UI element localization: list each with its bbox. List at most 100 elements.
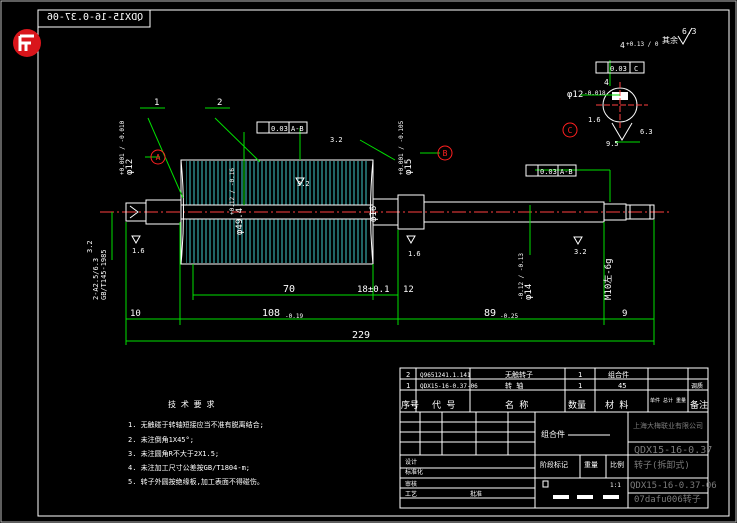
len-108-tol: -0.19 bbox=[285, 313, 303, 320]
roughness-default-symbol: 其余 6.3 bbox=[662, 27, 697, 45]
tb-file-code: QDX15-16-0.37-06 bbox=[630, 481, 717, 491]
bom-table bbox=[399, 367, 709, 413]
dim-1-6-key: 1.6 bbox=[588, 116, 601, 124]
symmetry-frame: 0.03 C bbox=[595, 61, 645, 74]
tb-scale-value: 1:1 bbox=[610, 482, 621, 489]
bom-row-1-qty: 1 bbox=[578, 382, 582, 390]
dim-d14: φ14 bbox=[524, 284, 534, 300]
bom-header-material: 材 料 bbox=[605, 399, 628, 411]
datum-c: C bbox=[562, 122, 578, 138]
len-229: 229 bbox=[352, 330, 370, 341]
rough-symbol-4 bbox=[295, 177, 305, 187]
dim-d494-tol: +0.12 / -0.16 bbox=[229, 168, 236, 215]
bom-row-2-material: 组合件 bbox=[608, 370, 629, 379]
dim-6-3: 6.3 bbox=[640, 128, 653, 136]
shaft-right bbox=[372, 194, 655, 230]
bom-header-name: 名 称 bbox=[505, 399, 528, 411]
tb-company: 上海大梅联业有限公司 bbox=[633, 421, 703, 430]
bom-row-2-name: 无触转子 bbox=[505, 370, 533, 379]
dimension-lines bbox=[111, 60, 655, 345]
len-89-tol: -0.25 bbox=[500, 313, 518, 320]
bom-row-1-no: 1 bbox=[406, 382, 410, 390]
tb-weight: 重量 bbox=[584, 461, 598, 469]
dim-key-width: 4 bbox=[604, 78, 609, 87]
tb-part-title: 转子(拆卸式) bbox=[634, 459, 690, 471]
dim-9-5: 9.5 bbox=[606, 140, 619, 148]
bom-row-1-note: 调质 bbox=[691, 382, 703, 390]
tb-approve: 批准 bbox=[470, 490, 482, 498]
datum-b: B bbox=[437, 145, 453, 161]
tb-stage-mark: 阶段标记 bbox=[540, 460, 568, 469]
runout-frame-2: 0.03 A-B bbox=[525, 164, 577, 177]
bom-row-1-material: 45 bbox=[618, 382, 626, 390]
keyway-section bbox=[596, 82, 648, 141]
dim-d14-tol: -0.12 / -0.13 bbox=[518, 253, 525, 300]
svg-text:C: C bbox=[634, 65, 638, 73]
len-10: 10 bbox=[130, 309, 141, 319]
part-label-1: 1 bbox=[154, 98, 159, 108]
title-block bbox=[399, 411, 709, 509]
bom-row-2-no: 2 bbox=[406, 371, 410, 379]
dim-center-hole-std: GB/T145-1985 bbox=[100, 249, 108, 300]
rotor-core bbox=[180, 159, 374, 265]
bom-row-2-code: Q9651241.1.141 bbox=[420, 372, 471, 379]
tb-review: 审核 bbox=[405, 480, 417, 488]
dim-key-depth-tol: +0.13 / 0 bbox=[626, 41, 659, 48]
dim-d16: φ16 bbox=[369, 206, 379, 222]
dim-key-depth: 4 bbox=[620, 41, 625, 50]
bom-row-1-code: QDX15-16-0.37-06 bbox=[420, 383, 478, 390]
inner-frame bbox=[37, 9, 730, 517]
rough-3-2-mid: 3.2 bbox=[297, 180, 310, 188]
bom-header-no: 序号 bbox=[401, 399, 419, 411]
dim-d12-left-tol: +0.001 / -0.010 bbox=[119, 120, 126, 175]
svg-text:0.03: 0.03 bbox=[610, 65, 627, 73]
rough-symbol-3 bbox=[573, 236, 583, 246]
drawing-no-mirrored: QDX15-16-0.37-06 bbox=[47, 12, 143, 23]
svg-text:A-B: A-B bbox=[560, 168, 573, 176]
tb-scale: 比例 bbox=[610, 460, 624, 469]
dim-d12-left: φ12 bbox=[125, 159, 135, 175]
dim-d15-tol: +0.001 / -0.105 bbox=[398, 120, 405, 175]
len-9: 9 bbox=[622, 309, 627, 319]
svg-text:A: A bbox=[156, 153, 161, 162]
svg-text:B: B bbox=[443, 149, 448, 158]
bom-header-qty: 数量 bbox=[568, 399, 586, 411]
len-89: 89 bbox=[484, 308, 496, 319]
rough-3-2-top: 3.2 bbox=[330, 136, 343, 144]
dim-center-hole: 2-A2.5/6.3 bbox=[92, 258, 100, 300]
tech-req-3: 3. 未注圆角R不大于2X1.5; bbox=[128, 449, 219, 458]
bom-row-2-qty: 1 bbox=[578, 371, 582, 379]
tech-req-1: 1. 无触碰于转轴短接应当不准有脱离结合; bbox=[128, 420, 264, 429]
tech-req-2: 2. 未注倒角1X45°; bbox=[128, 435, 194, 444]
bom-header-note: 备注 bbox=[690, 399, 708, 411]
tb-material-label: 组合件 bbox=[541, 429, 565, 439]
bom-header-code: 代 号 bbox=[432, 400, 455, 411]
runout-frame-1: 0.03 A-B bbox=[256, 121, 308, 134]
rough-1-6-left: 1.6 bbox=[132, 247, 145, 255]
rough-symbol-1 bbox=[131, 235, 141, 245]
bom-row-1-name: 转 轴 bbox=[505, 381, 523, 390]
roughness-default-value: 6.3 bbox=[682, 27, 697, 36]
dim-thread: M10左-6g bbox=[602, 258, 614, 300]
drawing-no-box bbox=[37, 9, 151, 28]
rough-symbol-2 bbox=[406, 235, 416, 245]
svg-text:0.03: 0.03 bbox=[271, 125, 288, 133]
tb-design: 设计 bbox=[405, 458, 417, 466]
len-70: 70 bbox=[283, 284, 295, 295]
datum-a: A bbox=[150, 149, 166, 165]
svg-text:C: C bbox=[568, 126, 573, 135]
len-18: 18±0.1 bbox=[357, 285, 390, 295]
tb-standardize: 标准化 bbox=[405, 468, 423, 476]
tech-req-4: 4. 未注加工尺寸公差按GB/T1804-m; bbox=[128, 463, 250, 472]
rough-3-2-right: 3.2 bbox=[574, 248, 587, 256]
tb-drawing-no: QDX15-16-0.37 bbox=[634, 445, 712, 456]
company-logo bbox=[13, 29, 41, 57]
part-label-2: 2 bbox=[217, 98, 222, 108]
dim-d15: φ15 bbox=[404, 159, 414, 175]
len-108: 108 bbox=[262, 308, 280, 319]
tech-req-5: 5. 转子外圆按绝缘板,加工表面不得碰伤。 bbox=[128, 477, 264, 486]
dim-keyway-d: φ12 bbox=[567, 90, 583, 100]
dim-d494: φ49.4 bbox=[235, 208, 245, 235]
